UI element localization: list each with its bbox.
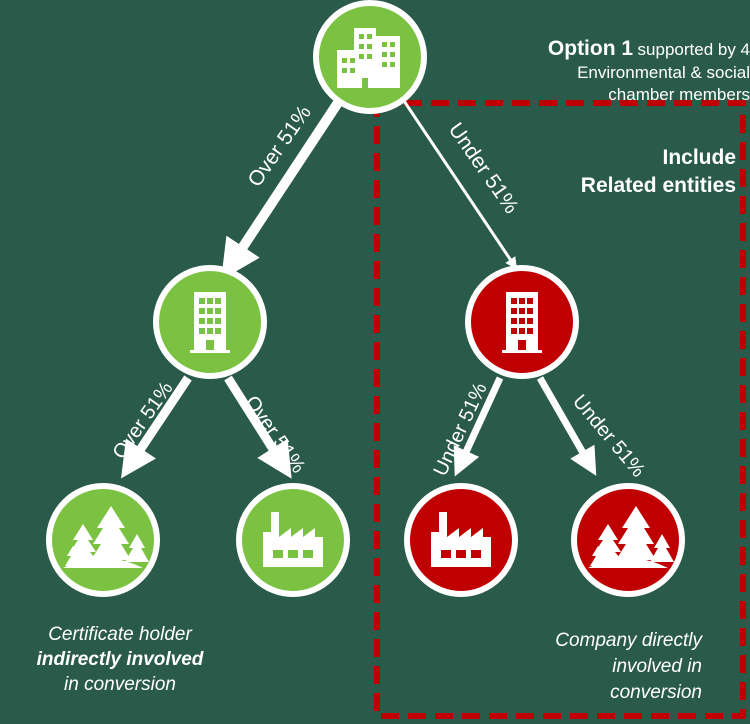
node-mid-left <box>153 265 267 379</box>
caption-left-line2: indirectly involved <box>36 649 204 670</box>
edge-midleft-left <box>121 375 192 479</box>
edge-top-right <box>396 91 518 270</box>
include-box-label: Include Related entities <box>476 144 736 200</box>
city-buildings-icon <box>337 28 400 88</box>
option-line2: Environmental & social <box>577 63 750 82</box>
include-related-entities-box <box>374 100 746 719</box>
edge-midleft-right <box>224 375 292 479</box>
caption-right-line1: Company directly <box>555 630 702 651</box>
edge-top-left <box>221 89 350 281</box>
edge-label-midleft-right: Over 51% <box>240 392 309 478</box>
include-label-line1: Include <box>662 146 736 169</box>
caption-left-line1: Certificate holder <box>48 624 192 645</box>
node-mid-right <box>465 265 579 379</box>
caption-right-line3: conversion <box>610 682 702 703</box>
include-label-line2: Related entities <box>580 174 736 197</box>
leaf-node-2 <box>236 483 350 597</box>
office-building-icon <box>190 292 230 353</box>
caption-right-line2: involved in <box>612 656 702 677</box>
option-title: Option 1 <box>547 37 634 60</box>
option-line3: chamber members <box>608 85 750 104</box>
caption-left-line3: in conversion <box>64 674 176 695</box>
node-top <box>313 0 427 114</box>
caption-certificate-holder: Certificate holder indirectly involved i… <box>0 622 240 697</box>
leaf-node-4 <box>571 483 685 597</box>
option-heading: Option 1 supported by 4 Environmental & … <box>450 38 750 106</box>
caption-company-directly-involved: Company directly involved in conversion <box>472 628 702 706</box>
leaf-node-3 <box>404 483 518 597</box>
office-building-icon <box>502 292 542 353</box>
edge-label-midright-right: Under 51% <box>568 391 649 482</box>
edge-midright-right <box>536 376 597 476</box>
leaf-node-1 <box>46 483 160 597</box>
option-supported-by: supported by 4 <box>637 40 750 59</box>
edge-midright-left <box>453 376 504 477</box>
